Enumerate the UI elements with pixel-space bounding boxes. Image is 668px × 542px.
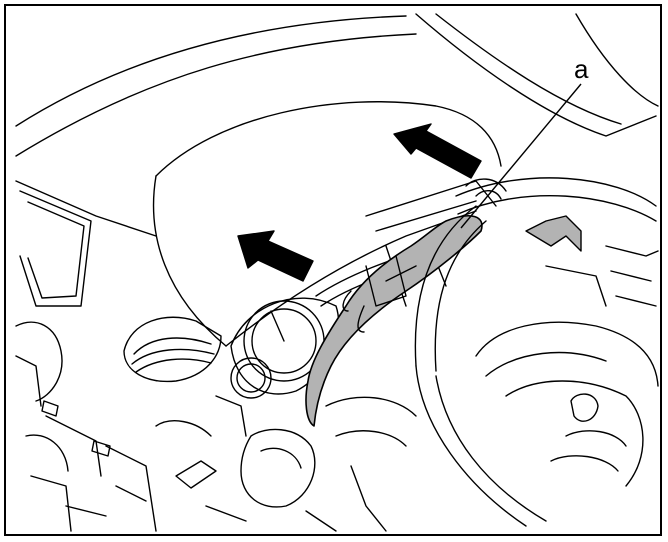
- windshield-frame-inner: [15, 33, 417, 157]
- arrow-icon: [393, 123, 482, 179]
- windshield-frame: [15, 15, 407, 127]
- steering-wheel: [414, 177, 659, 527]
- arrow-icon: [237, 230, 314, 282]
- a-pillar-inner: [435, 13, 622, 125]
- lower-dashboard: [15, 321, 417, 532]
- callout-label-a: a: [574, 54, 589, 84]
- callout-leader: [460, 83, 582, 229]
- a-pillar: [415, 13, 657, 137]
- dash-cowl-edge: [225, 210, 477, 347]
- dash-left-panel-inner: [27, 201, 85, 299]
- illustration-frame: a: [4, 4, 662, 536]
- roof-edge: [575, 13, 659, 107]
- air-vent-left: [123, 316, 222, 383]
- dash-top-left: [15, 180, 157, 237]
- cluster-trim-cover: [305, 215, 483, 427]
- dash-left-panel: [19, 190, 92, 307]
- dashboard-illustration: [15, 13, 659, 532]
- dash-cowl: [155, 101, 502, 177]
